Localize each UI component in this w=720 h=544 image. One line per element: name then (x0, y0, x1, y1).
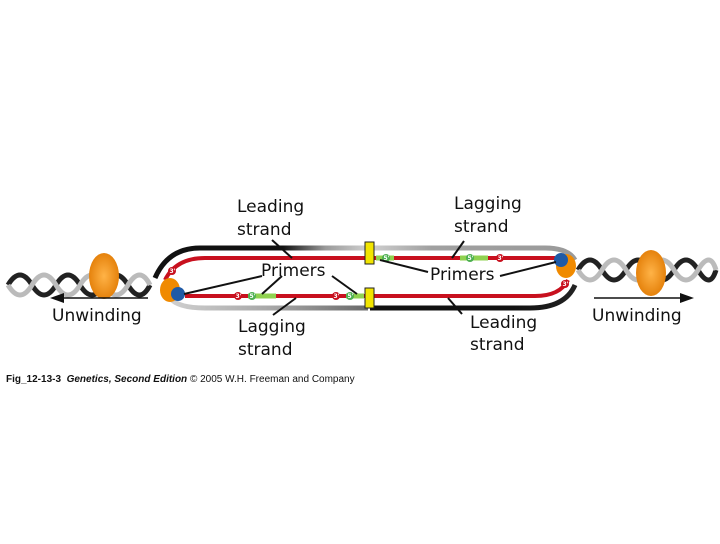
primers-right-label: Primers (430, 265, 495, 285)
unwinding-right-label: Unwinding (592, 306, 682, 326)
top-leading-strand (163, 256, 366, 281)
lagging-strand-top-label-line1: Lagging (454, 194, 522, 214)
end-tag-label: 3' (498, 255, 504, 262)
right-helicase-icon (636, 250, 666, 296)
leading-strand-top-label-line1: Leading (237, 197, 304, 217)
end-tag-icon (168, 267, 176, 275)
book-title: Genetics, Second Edition (66, 374, 188, 385)
bottom-parental-strand-right (370, 283, 578, 311)
primer-segment (346, 293, 364, 299)
left-unwinding-arrow (50, 293, 148, 303)
top-parental-strand-right (370, 245, 578, 262)
end-tag-label: 5' (468, 255, 474, 262)
top-parental-strand-left (152, 245, 368, 280)
end-tag-label: 5' (250, 293, 256, 300)
left-fork-polymerase-icon (171, 287, 185, 301)
figure-id: Fig_12-13-3 (6, 374, 62, 385)
end-tag-icon (466, 254, 474, 262)
label-leader-lines (183, 239, 557, 316)
end-tag-label: 5' (348, 293, 354, 300)
end-tag-icon (234, 292, 242, 300)
primers-left-label: Primers (261, 261, 326, 281)
bottom-origin-clamp-icon (364, 287, 375, 309)
right-fork-polymerase-icon (554, 253, 568, 267)
left-double-helix (5, 272, 153, 298)
end-tag-icon (248, 292, 256, 300)
leading-strand-bottom-label-line1: Leading (470, 313, 537, 333)
end-tag-label: 3' (334, 293, 340, 300)
primer-segment (248, 293, 276, 299)
figure-caption: Fig_12-13-3 Genetics, Second Edition © 2… (6, 374, 355, 385)
end-tag-icon (346, 292, 354, 300)
end-tag-label: 3' (170, 268, 176, 275)
lagging-strand-top-label-line2: strand (454, 217, 509, 237)
top-origin-clamp-icon (364, 241, 375, 265)
unwinding-left-label: Unwinding (52, 306, 142, 326)
end-tag-label: 5' (384, 255, 390, 262)
left-helicase-icon (89, 253, 119, 299)
lagging-strand-bottom-label-line1: Lagging (238, 317, 306, 337)
copyright-text: © 2005 W.H. Freeman and Company (189, 374, 355, 385)
leading-strand-bottom-label-line2: strand (470, 335, 525, 355)
end-tag-label: 3' (236, 293, 242, 300)
lagging-strand-bottom-label-line2: strand (238, 340, 293, 360)
leading-strand-top-label-line2: strand (237, 220, 292, 240)
end-tag-icon (496, 254, 504, 262)
strand-end-tags: 3' 3' 5' 3' 5' 5' 5' 3' 3' (168, 254, 569, 300)
right-unwinding-arrow (594, 293, 694, 303)
end-tag-icon (561, 280, 569, 288)
end-tag-label: 3' (563, 281, 569, 288)
end-tag-icon (332, 292, 340, 300)
